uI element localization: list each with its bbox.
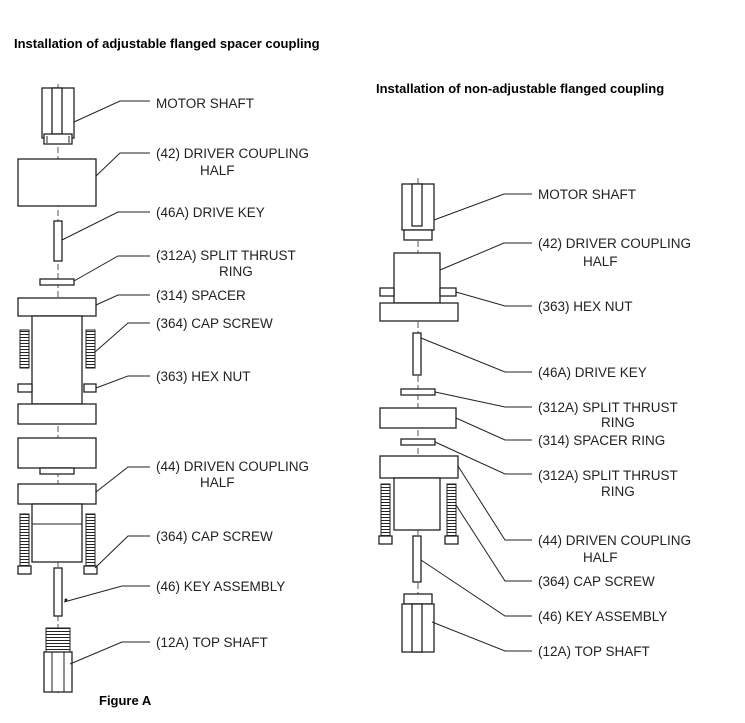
figure-caption: Figure A	[99, 693, 152, 708]
left-top-shaft	[43, 627, 73, 693]
right-label-driven-coupling-line1: (44) DRIVEN COUPLING	[538, 533, 691, 548]
right-key-assembly	[412, 535, 422, 583]
left-assembly: MOTOR SHAFT (42) DRIVER COUPLING HALF (4…	[17, 84, 309, 694]
left-label-split-thrust-line2: RING	[219, 264, 253, 279]
left-label-key-assembly: (46) KEY ASSEMBLY	[156, 579, 285, 594]
left-label-cap-screw-top: (364) CAP SCREW	[156, 316, 273, 331]
right-label-cap-screw: (364) CAP SCREW	[538, 574, 655, 589]
right-label-driven-coupling-line2: HALF	[583, 550, 618, 565]
left-spacer	[17, 297, 97, 425]
left-motor-shaft	[41, 87, 75, 145]
right-motor-shaft	[401, 183, 435, 241]
right-spacer-ring	[379, 407, 457, 429]
right-label-drive-key: (46A) DRIVE KEY	[538, 365, 647, 380]
left-label-driver-coupling-line2: HALF	[200, 163, 235, 178]
right-assembly: MOTOR SHAFT (42) DRIVER COUPLING HALF (3…	[378, 178, 691, 659]
left-label-driver-coupling-line1: (42) DRIVER COUPLING	[156, 146, 309, 161]
left-leader-lines	[61, 100, 150, 665]
left-hex-nut-block	[17, 437, 97, 475]
right-split-thrust-ring-lower	[400, 438, 436, 446]
left-label-driven-coupling-line1: (44) DRIVEN COUPLING	[156, 459, 309, 474]
left-driven-coupling-half	[17, 483, 97, 563]
right-drive-key	[412, 332, 422, 376]
right-diagram-title: Installation of non-adjustable flanged c…	[376, 81, 665, 96]
right-label-driver-coupling-line2: HALF	[583, 254, 618, 269]
left-label-motor-shaft: MOTOR SHAFT	[156, 96, 254, 111]
left-label-cap-screw-bottom: (364) CAP SCREW	[156, 529, 273, 544]
right-driven-coupling-half	[379, 455, 459, 531]
right-split-thrust-ring-upper	[400, 388, 436, 396]
left-drive-key	[53, 220, 63, 262]
left-key-assembly	[53, 567, 68, 617]
left-label-hex-nut: (363) HEX NUT	[156, 369, 251, 384]
left-label-top-shaft: (12A) TOP SHAFT	[156, 635, 268, 650]
left-diagram-title: Installation of adjustable flanged space…	[14, 36, 320, 51]
left-label-drive-key: (46A) DRIVE KEY	[156, 205, 265, 220]
left-label-split-thrust-line1: (312A) SPLIT THRUST	[156, 248, 296, 263]
left-cap-screws-lower	[17, 513, 98, 575]
left-label-driven-coupling-line2: HALF	[200, 475, 235, 490]
right-label-split-thrust-lower-line1: (312A) SPLIT THRUST	[538, 468, 678, 483]
right-label-split-thrust-upper-line2: RING	[601, 415, 635, 430]
right-label-motor-shaft: MOTOR SHAFT	[538, 187, 636, 202]
right-label-top-shaft: (12A) TOP SHAFT	[538, 644, 650, 659]
left-labels: MOTOR SHAFT (42) DRIVER COUPLING HALF (4…	[156, 96, 309, 650]
right-cap-screws	[378, 483, 459, 545]
left-label-spacer: (314) SPACER	[156, 288, 246, 303]
right-labels: MOTOR SHAFT (42) DRIVER COUPLING HALF (3…	[538, 187, 691, 659]
right-top-shaft	[401, 593, 435, 653]
right-label-hex-nut: (363) HEX NUT	[538, 299, 633, 314]
right-leader-lines	[420, 193, 532, 652]
right-label-driver-coupling-line1: (42) DRIVER COUPLING	[538, 236, 691, 251]
right-label-split-thrust-lower-line2: RING	[601, 484, 635, 499]
right-label-key-assembly: (46) KEY ASSEMBLY	[538, 609, 667, 624]
left-split-thrust-ring	[39, 278, 75, 286]
left-driver-coupling-half	[17, 158, 97, 207]
right-driver-coupling-half	[379, 252, 459, 322]
left-cap-screws-upper	[19, 329, 96, 369]
right-label-split-thrust-upper-line1: (312A) SPLIT THRUST	[538, 400, 678, 415]
right-label-spacer-ring: (314) SPACER RING	[538, 433, 665, 448]
